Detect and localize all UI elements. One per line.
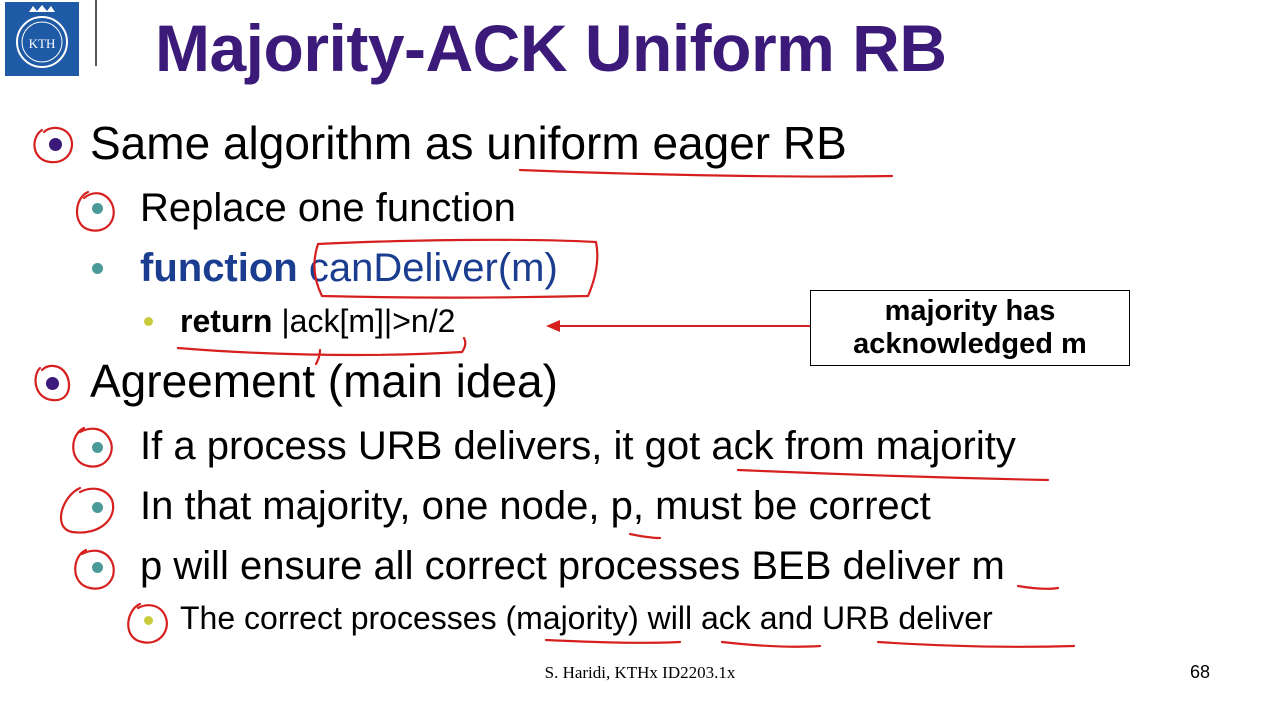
bullet-l1-same-algorithm: Same algorithm as uniform eager RB bbox=[90, 117, 847, 169]
bullet-marker bbox=[92, 263, 103, 274]
bullet-l2-urb-delivers: If a process URB delivers, it got ack fr… bbox=[140, 424, 1016, 468]
ink-underline bbox=[544, 638, 682, 644]
bullet-marker bbox=[92, 562, 103, 573]
keyword-function: function bbox=[140, 246, 298, 290]
kth-logo: KTH bbox=[5, 2, 79, 76]
ink-underline bbox=[1016, 584, 1060, 590]
bullet-l3-correct-processes: The correct processes (majority) will ac… bbox=[180, 600, 993, 636]
ink-underline bbox=[720, 640, 822, 648]
ink-underline bbox=[736, 468, 1050, 482]
slide-footer: S. Haridi, KTHx ID2203.1x bbox=[544, 663, 736, 682]
slide-title: Majority-ACK Uniform RB bbox=[155, 11, 947, 85]
ink-underline bbox=[518, 168, 894, 178]
bullet-l3-return: return |ack[m]|>n/2 bbox=[180, 305, 455, 337]
bullet-l1-agreement: Agreement (main idea) bbox=[90, 355, 558, 407]
bullet-l2-p-ensure: p will ensure all correct processes BEB … bbox=[140, 544, 1005, 588]
ink-underline bbox=[628, 532, 662, 540]
ink-circle bbox=[60, 486, 115, 534]
bullet-l2-one-node-correct: In that majority, one node, p, must be c… bbox=[140, 484, 931, 528]
bullet-marker bbox=[92, 442, 103, 453]
bullet-marker bbox=[144, 616, 153, 625]
bullet-marker bbox=[92, 203, 103, 214]
bullet-marker bbox=[144, 317, 153, 326]
keyword-return: return bbox=[180, 303, 273, 339]
return-expression: |ack[m]|>n/2 bbox=[281, 303, 456, 339]
bullet-marker bbox=[49, 138, 62, 151]
ink-underline bbox=[876, 640, 1076, 648]
bullet-marker bbox=[46, 377, 59, 390]
bullet-l2-replace-function: Replace one function bbox=[140, 186, 516, 230]
callout-line-2: acknowledged m bbox=[853, 328, 1087, 360]
function-signature: canDeliver(m) bbox=[308, 246, 558, 290]
kth-crest-icon: KTH bbox=[16, 5, 68, 68]
page-number: 68 bbox=[1190, 662, 1211, 682]
callout-box: majority has acknowledged m bbox=[810, 290, 1130, 366]
bullet-l2-function-candeliver: function canDeliver(m) bbox=[140, 248, 558, 288]
bullet-marker bbox=[92, 502, 103, 513]
callout-line-1: majority has bbox=[884, 294, 1056, 327]
logo-divider bbox=[95, 0, 97, 66]
svg-text:KTH: KTH bbox=[29, 36, 56, 51]
